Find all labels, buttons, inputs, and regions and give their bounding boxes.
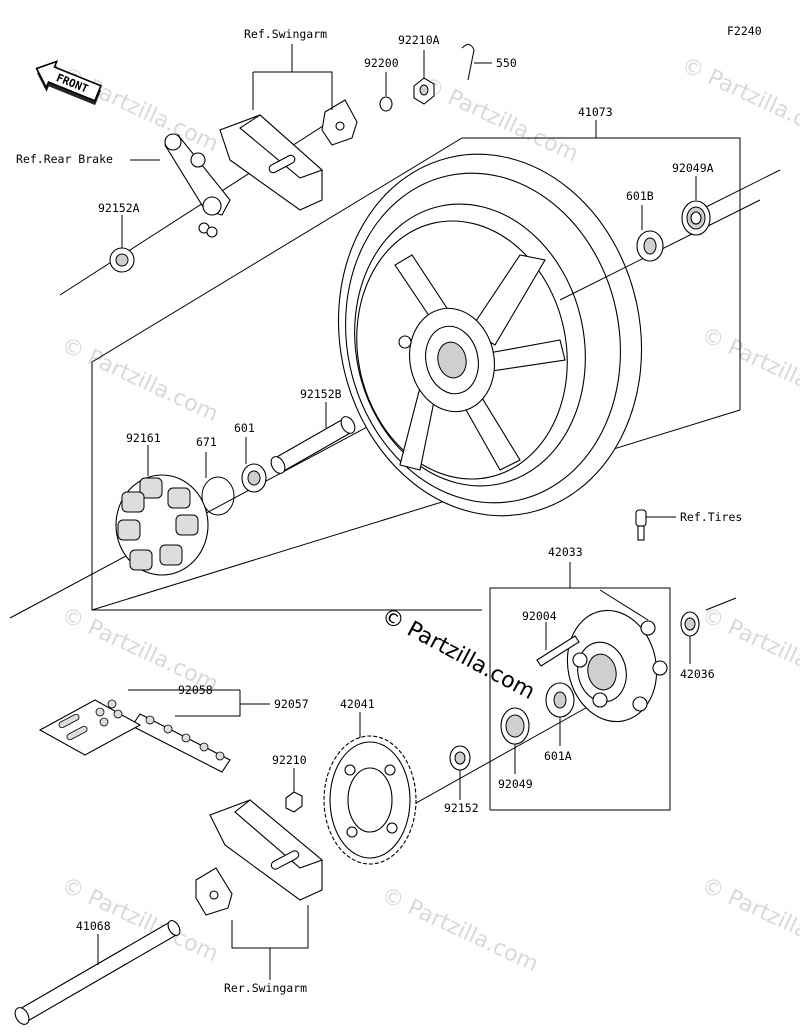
rear-wheel <box>337 153 761 517</box>
nut-92210 <box>285 768 303 813</box>
bearing-601A <box>545 682 575 746</box>
drive-chain <box>38 689 270 773</box>
bearing-601 <box>241 437 267 493</box>
label-92210: 92210 <box>272 753 307 767</box>
watermark: © Partzilla.com <box>57 333 221 427</box>
label-601A: 601A <box>544 749 572 763</box>
rear-brake-linkage <box>130 133 231 238</box>
figure-code: F2240 <box>727 24 762 38</box>
label-92152: 92152 <box>444 801 479 815</box>
bearing-601B <box>636 205 664 262</box>
hub-42033 <box>566 589 668 723</box>
label-92152A: 92152A <box>98 201 140 215</box>
label-42033: 42033 <box>548 545 583 559</box>
label-92200: 92200 <box>364 56 399 70</box>
front-arrow-icon: FRONT <box>35 60 102 106</box>
center-watermark: © Partzilla.com <box>377 603 539 705</box>
label-41073: 41073 <box>578 105 613 119</box>
label-92152B: 92152B <box>300 387 342 401</box>
watermark: © Partzilla.com <box>677 53 800 147</box>
sprocket-42041 <box>323 712 417 865</box>
swingarm-bracket-bottom <box>195 799 324 980</box>
label-41068: 41068 <box>76 919 111 933</box>
swingarm-bracket-top <box>219 44 358 211</box>
seal-92049A <box>681 176 711 236</box>
label-550: 550 <box>496 56 517 70</box>
label-92049: 92049 <box>498 777 533 791</box>
collar-92152B <box>270 402 356 474</box>
collar-42036 <box>680 597 737 664</box>
label-92058: 92058 <box>178 683 213 697</box>
watermark: © Partzilla.com <box>697 323 800 417</box>
watermark: © Partzilla.com <box>417 73 581 167</box>
label-rer-swingarm: Rer.Swingarm <box>224 981 307 995</box>
watermark: © Partzilla.com <box>697 873 800 967</box>
label-ref-swingarm: Ref.Swingarm <box>244 27 327 41</box>
tire-valve <box>635 509 676 541</box>
damper-92161 <box>115 445 209 576</box>
o-ring-671 <box>201 452 235 516</box>
watermark: © Partzilla.com <box>377 883 541 977</box>
label-92161: 92161 <box>126 431 161 445</box>
label-92049A: 92049A <box>672 161 714 175</box>
label-671: 671 <box>196 435 217 449</box>
axle-hardware-top <box>379 44 492 112</box>
label-92210A: 92210A <box>398 33 440 47</box>
collar-92152A <box>109 215 135 273</box>
axle-41068 <box>14 920 181 1025</box>
label-ref-tires: Ref.Tires <box>680 510 742 524</box>
watermark: © Partzilla.com <box>57 63 221 157</box>
label-92004: 92004 <box>522 609 557 623</box>
callout-labels: Ref.Swingarm 92210A 550 92200 41073 Ref.… <box>16 27 742 995</box>
label-601: 601 <box>234 421 255 435</box>
label-ref-rear-brake: Ref.Rear Brake <box>16 152 113 166</box>
stud-92004 <box>536 622 580 667</box>
seal-92049 <box>500 707 530 774</box>
label-601B: 601B <box>626 189 654 203</box>
label-42036: 42036 <box>680 667 715 681</box>
label-92057: 92057 <box>274 697 309 711</box>
label-42041: 42041 <box>340 697 375 711</box>
watermark: © Partzilla.com <box>697 603 800 697</box>
collar-92152 <box>449 745 471 800</box>
